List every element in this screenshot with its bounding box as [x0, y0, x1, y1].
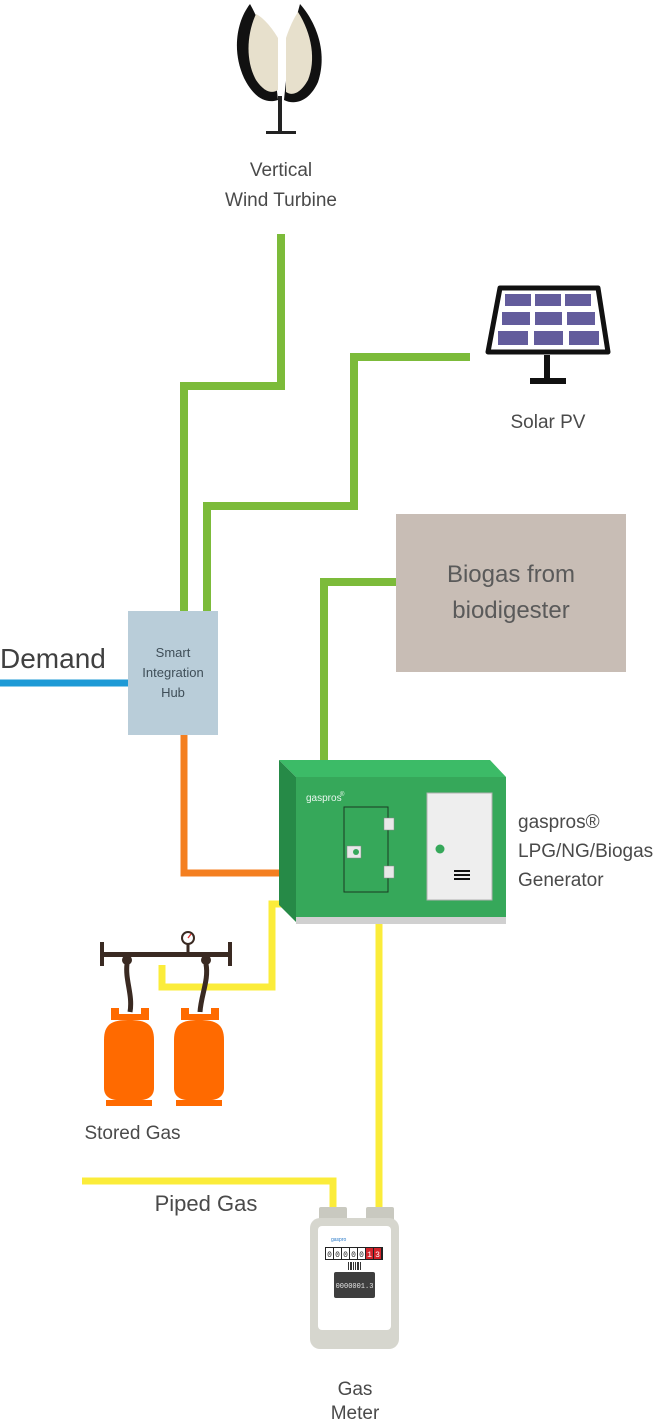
- meter-digit: 0: [359, 1251, 364, 1260]
- solar-to-hub-line: [203, 353, 470, 612]
- meter-digit: 0: [351, 1251, 356, 1260]
- wind-turbine-icon: [236, 4, 322, 134]
- hub-to-generator-line: [180, 735, 284, 877]
- generator-indicator: [435, 844, 445, 854]
- wind-to-hub-line: [180, 234, 285, 612]
- hub-label: Smart Integration Hub: [142, 645, 204, 700]
- biogas-box: [396, 514, 626, 672]
- generator-control-panel: [343, 806, 389, 893]
- meter-digit-cell: [366, 1248, 373, 1259]
- meter-lcd-display: [334, 1272, 375, 1298]
- connection-lines: [0, 234, 470, 1212]
- gas-cylinders-icon: [100, 931, 232, 1106]
- generator-label: gaspros® LPG/NG/Biogas Generator: [518, 812, 654, 891]
- generator-logo: gaspros: [306, 793, 342, 804]
- meter-digit: 0: [335, 1251, 340, 1260]
- meter-digit: 0: [327, 1251, 332, 1260]
- gas-meter-label: Gas Meter: [330, 1379, 380, 1424]
- generator-icon: gaspros ®: [279, 760, 506, 924]
- meter-digit-cell: [374, 1248, 381, 1259]
- solar-pv-label: Solar PV: [510, 412, 586, 433]
- meter-digit: 0: [343, 1251, 348, 1260]
- demand-label: Demand: [0, 643, 106, 674]
- stored-gas-label: Stored Gas: [84, 1123, 181, 1144]
- meter-digit-cell: [350, 1248, 357, 1259]
- biogas-to-generator-line: [320, 578, 398, 762]
- generator-socket: [383, 817, 395, 831]
- meter-barcode: [348, 1262, 361, 1270]
- piped-gas-label: Piped Gas: [154, 1191, 258, 1216]
- generator-vent-icon: [454, 870, 470, 880]
- meter-digit: 3: [375, 1251, 380, 1260]
- meter-digit-cell: [334, 1248, 341, 1259]
- solar-panel-icon: [485, 285, 611, 384]
- meter-lcd-value: 0000001.3: [336, 1283, 374, 1291]
- meter-digit-cell: [358, 1248, 365, 1259]
- meter-digit-cell: [342, 1248, 349, 1259]
- wind-turbine-label: Vertical Wind Turbine: [225, 160, 337, 211]
- meter-brand: gaspro: [331, 1237, 347, 1243]
- smart-integration-hub-box: [128, 611, 218, 735]
- meter-digit-cell: [326, 1248, 333, 1259]
- meter-digit: 1: [367, 1251, 372, 1260]
- generator-logo-mark: ®: [340, 791, 345, 798]
- piped-gas-line: [82, 1177, 337, 1212]
- biogas-label: Biogas from biodigester: [446, 561, 576, 624]
- generator-socket: [383, 865, 395, 879]
